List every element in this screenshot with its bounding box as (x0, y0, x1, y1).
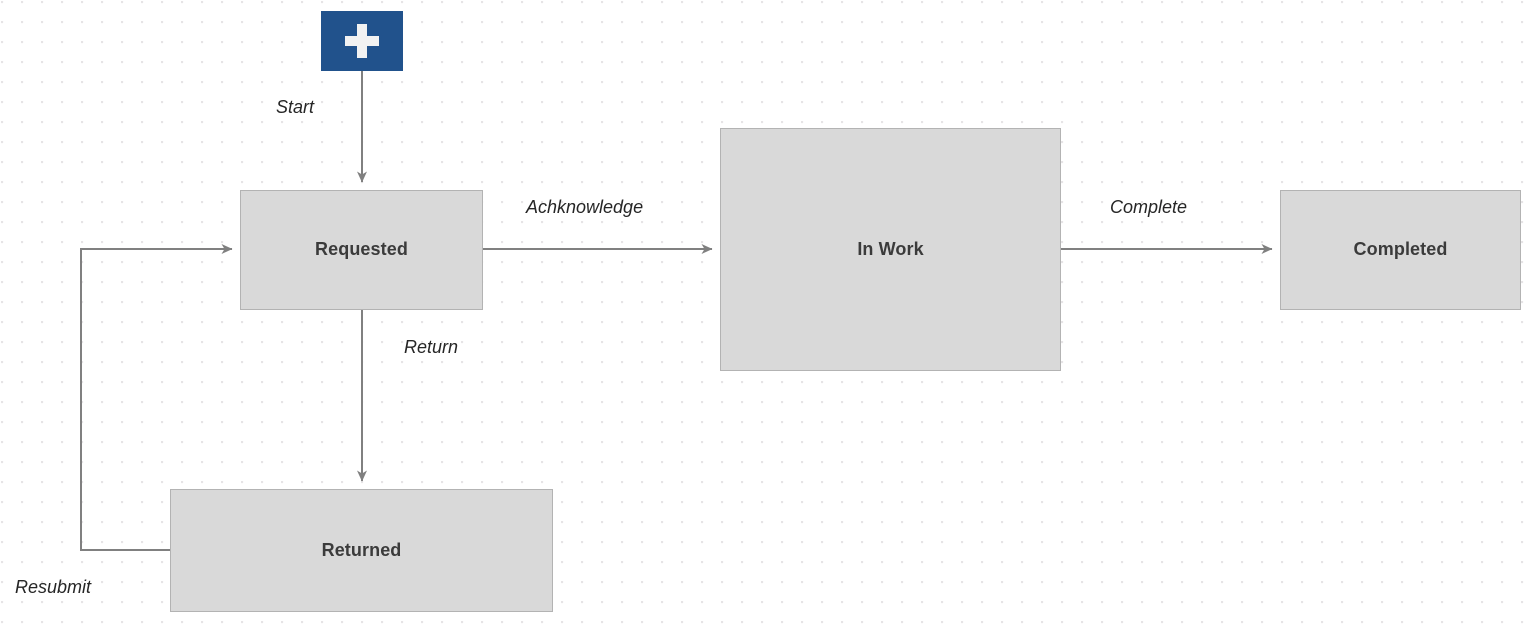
edge-label-resubmit[interactable]: Resubmit (15, 577, 92, 597)
state-node-completed[interactable]: Completed (1280, 190, 1521, 310)
state-node-in-work[interactable]: In Work (720, 128, 1061, 371)
state-node-label: In Work (857, 238, 924, 259)
start-node-add-button[interactable] (321, 11, 403, 71)
edge-label-achknowledge[interactable]: Achknowledge (526, 197, 644, 217)
state-node-label: Completed (1353, 239, 1448, 260)
edge-label-return[interactable]: Return (404, 337, 459, 357)
edge-label-start[interactable]: Start (276, 97, 315, 117)
plus-icon (345, 24, 379, 58)
state-node-label: Requested (315, 239, 408, 260)
state-node-requested[interactable]: Requested (240, 190, 483, 310)
state-node-label: Returned (321, 539, 402, 560)
state-node-returned[interactable]: Returned (170, 489, 553, 612)
edge-label-complete[interactable]: Complete (1110, 197, 1188, 217)
